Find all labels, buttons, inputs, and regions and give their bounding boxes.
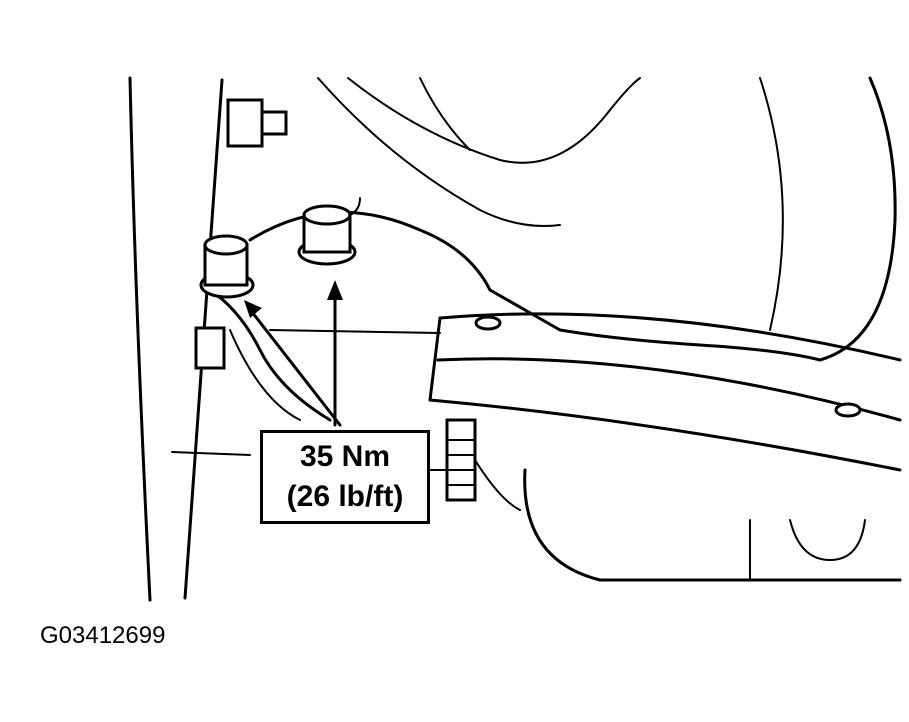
- bolt-left-cap: [203, 234, 249, 256]
- arrow-right-head: [327, 280, 343, 300]
- right-housing-outline: [818, 76, 897, 362]
- stud-bracket: [474, 459, 521, 511]
- crossmember-hole-right: [834, 402, 862, 418]
- callout-leader-left: [171, 451, 251, 456]
- torque-imperial-label: (26 lb/ft): [286, 480, 404, 513]
- top-bolt-head: [226, 98, 264, 148]
- top-bolt-shank: [260, 110, 288, 136]
- crossmember-bottom: [428, 398, 902, 472]
- bolt-right-wire: [349, 197, 361, 216]
- right-housing-inner: [759, 77, 784, 331]
- figure-id-label: G03412699: [40, 622, 166, 649]
- crossmember-hole-left: [474, 315, 502, 331]
- crossmember-top: [438, 312, 902, 362]
- crossmember-end: [428, 316, 442, 402]
- upper-contour-2: [347, 77, 641, 164]
- torque-callout-box: 35 Nm (26 lb/ft): [260, 430, 430, 524]
- upper-contour-3: [419, 77, 471, 151]
- bolt-right-cap: [302, 204, 352, 226]
- torque-metric-label: 35 Nm: [299, 440, 391, 473]
- rear-frame-line: [269, 329, 441, 334]
- body-panel-edge: [128, 76, 152, 602]
- arrow-left-line: [250, 310, 342, 427]
- upper-contour-1: [317, 77, 561, 227]
- lower-clip: [194, 326, 226, 370]
- lower-housing: [523, 468, 902, 582]
- stud-threads: [446, 439, 476, 486]
- threaded-stud: [445, 418, 477, 502]
- arrow-left-head: [244, 300, 262, 318]
- crossmember-mid: [436, 357, 902, 422]
- left-bracket-arm-2: [229, 329, 301, 421]
- left-bracket-arm: [208, 288, 332, 422]
- lower-housing-detail: [789, 519, 866, 561]
